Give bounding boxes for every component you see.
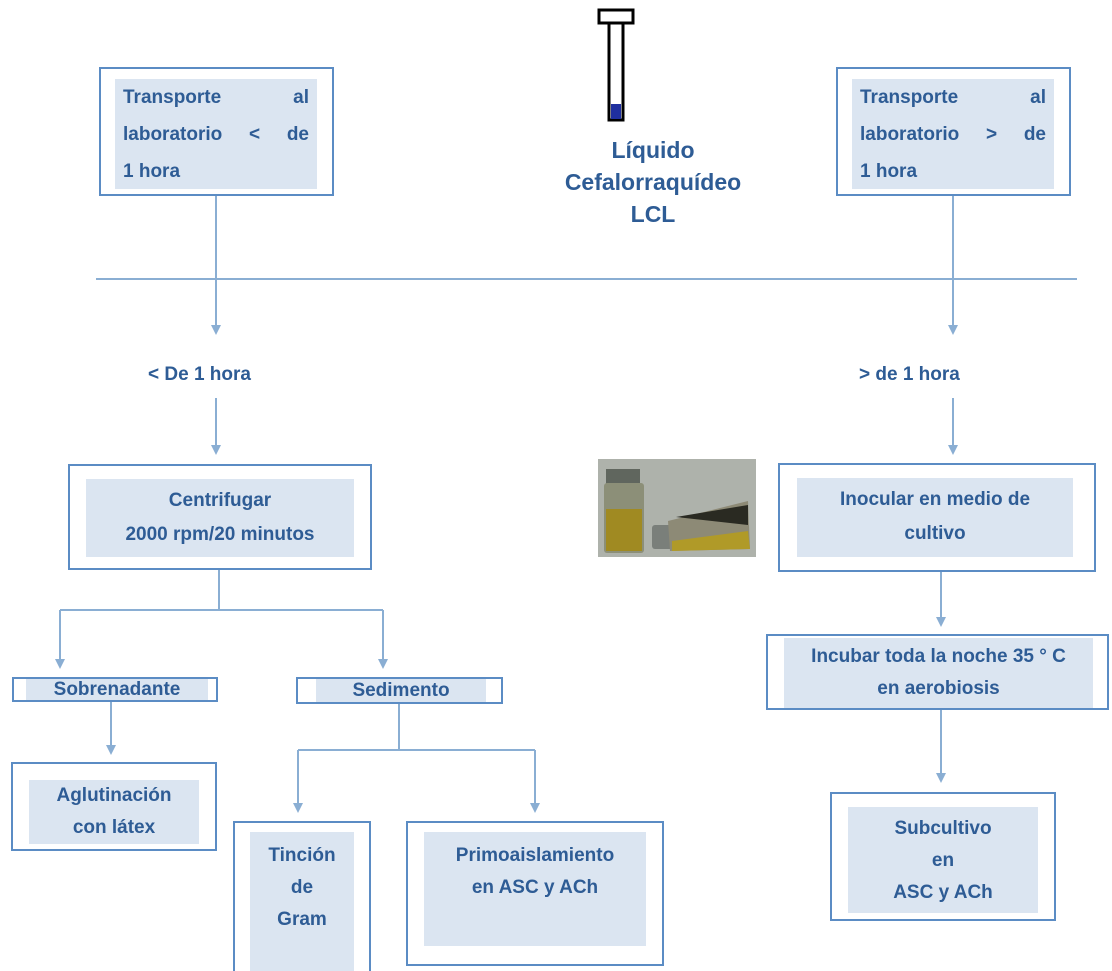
aglutinacion-box: Aglutinación con látex: [11, 762, 217, 851]
inocular-box: Inocular en medio de cultivo: [778, 463, 1096, 572]
transport-left-word-4: <: [248, 124, 261, 145]
transport-left-word-2: al: [293, 87, 309, 108]
centrifugar-line-1: Centrifugar: [168, 490, 272, 511]
sobrenadante-label: Sobrenadante: [26, 679, 208, 700]
aglutinacion-line-2: con látex: [72, 817, 156, 838]
label-more-one-hour: > de 1 hora: [859, 364, 960, 385]
centrifugar-line-2: 2000 rpm/20 minutos: [125, 524, 315, 545]
transport-right-line-3: 1 hora: [860, 161, 918, 182]
incubar-line-1: Incubar toda la noche 35 ° C: [811, 646, 1066, 667]
transport-right-word-4: >: [985, 124, 998, 145]
label-less-one-hour: < De 1 hora: [148, 364, 251, 385]
primoaislamiento-line-2: en ASC y ACh: [471, 877, 599, 898]
transport-left-box: Transporte al laboratorio < de 1 hora: [99, 67, 334, 196]
inocular-line-2: cultivo: [904, 523, 966, 544]
incubar-line-2: en aerobiosis: [877, 678, 1000, 699]
test-tube-icon: [597, 8, 635, 122]
transport-right-word-3: laboratorio: [860, 124, 960, 145]
title-line-1: Líquido: [611, 137, 695, 163]
subcultivo-line-1: Subcultivo: [894, 818, 992, 839]
tincion-line-1: Tinción: [268, 845, 336, 866]
sedimento-label: Sedimento: [316, 679, 486, 702]
sobrenadante-box: Sobrenadante: [12, 677, 218, 702]
sedimento-box: Sedimento: [296, 677, 503, 704]
aglutinacion-line-1: Aglutinación: [56, 785, 172, 806]
diagram-title: Líquido Cefalorraquídeo LCL: [560, 134, 746, 230]
transport-left-word-1: Transporte: [123, 87, 222, 108]
primoaislamiento-box: Primoaislamiento en ASC y ACh: [406, 821, 664, 966]
subcultivo-line-2: en: [931, 850, 955, 871]
title-line-2: Cefalorraquídeo: [564, 169, 742, 195]
transport-left-line-3: 1 hora: [123, 161, 181, 182]
subcultivo-line-3: ASC y ACh: [893, 882, 993, 903]
tincion-line-2: de: [290, 877, 314, 898]
inocular-line-1: Inocular en medio de: [839, 489, 1031, 510]
transport-right-box: Transporte al laboratorio > de 1 hora: [836, 67, 1071, 196]
subcultivo-box: Subcultivo en ASC y ACh: [830, 792, 1056, 921]
culture-bottles-photo: [598, 459, 756, 557]
transport-right-word-5: de: [1023, 124, 1046, 145]
primoaislamiento-line-1: Primoaislamiento: [455, 845, 615, 866]
centrifugar-box: Centrifugar 2000 rpm/20 minutos: [68, 464, 372, 570]
transport-left-word-5: de: [286, 124, 309, 145]
transport-left-word-3: laboratorio: [123, 124, 223, 145]
transport-right-word-1: Transporte: [860, 87, 959, 108]
tincion-line-3: Gram: [277, 909, 327, 930]
tincion-box: Tinción de Gram: [233, 821, 371, 971]
incubar-box: Incubar toda la noche 35 ° C en aerobios…: [766, 634, 1109, 710]
transport-right-word-2: al: [1030, 87, 1046, 108]
title-line-3: LCL: [630, 201, 676, 227]
